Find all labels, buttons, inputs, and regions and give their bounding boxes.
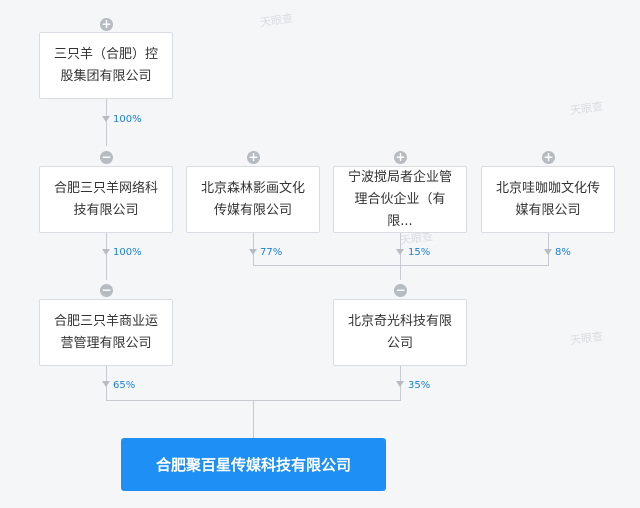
company-name: 合肥三只羊网络科技有限公司: [53, 180, 158, 218]
shareholding-percent: 35%: [408, 380, 431, 391]
company-node-beijing-wawa[interactable]: 北京哇咖咖文化传媒有限公司: [481, 166, 615, 233]
company-node-beijing-qiguang[interactable]: 北京奇光科技有限公司: [333, 299, 467, 366]
company-name: 合肥三只羊商业运营管理有限公司: [53, 313, 158, 351]
arrow-down-icon: [396, 381, 404, 387]
company-node-parent-holding[interactable]: 三只羊（合肥）控股集团有限公司: [39, 32, 173, 99]
connector-line: [400, 233, 401, 280]
shareholding-percent: 8%: [555, 247, 571, 258]
target-company-name: 合肥聚百星传媒科技有限公司: [155, 456, 351, 474]
company-name: 三只羊（合肥）控股集团有限公司: [53, 46, 158, 84]
shareholding-percent: 65%: [113, 380, 136, 391]
watermark-text: 天眼查: [259, 11, 294, 30]
arrow-down-icon: [249, 249, 257, 255]
expand-icon[interactable]: +: [247, 150, 260, 164]
company-node-beijing-senlin[interactable]: 北京森林影画文化传媒有限公司: [186, 166, 320, 233]
arrow-down-icon: [544, 249, 552, 255]
expand-icon[interactable]: +: [542, 150, 555, 164]
shareholding-percent: 15%: [408, 247, 431, 258]
target-company-node[interactable]: 合肥聚百星传媒科技有限公司: [121, 438, 386, 491]
arrow-down-icon: [396, 249, 404, 255]
watermark-text: 天眼查: [569, 329, 604, 348]
company-name: 北京哇咖咖文化传媒有限公司: [495, 180, 600, 218]
expand-icon[interactable]: +: [394, 150, 407, 164]
arrow-down-icon: [102, 116, 110, 122]
company-name: 北京森林影画文化传媒有限公司: [200, 180, 305, 218]
shareholding-percent: 77%: [260, 247, 283, 258]
company-node-ningbo-jiaojuzhe[interactable]: 宁波搅局者企业管理合伙企业（有限...: [333, 166, 467, 233]
shareholding-percent: 100%: [113, 114, 142, 125]
connector-line: [106, 233, 107, 280]
company-node-sanzhiyang-commerce[interactable]: 合肥三只羊商业运营管理有限公司: [39, 299, 173, 366]
company-name: 北京奇光科技有限公司: [347, 313, 452, 351]
shareholding-percent: 100%: [113, 247, 142, 258]
arrow-down-icon: [102, 381, 110, 387]
arrow-down-icon: [102, 249, 110, 255]
connector-line: [253, 265, 549, 266]
watermark-text: 天眼查: [569, 99, 604, 118]
collapse-icon[interactable]: −: [394, 283, 407, 297]
collapse-icon[interactable]: −: [100, 283, 113, 297]
company-name: 宁波搅局者企业管理合伙企业（有限...: [347, 169, 452, 229]
expand-icon[interactable]: +: [100, 17, 113, 31]
collapse-icon[interactable]: −: [100, 150, 113, 164]
connector-line: [253, 400, 254, 438]
company-node-sanzhiyang-network[interactable]: 合肥三只羊网络科技有限公司: [39, 166, 173, 233]
connector-line: [106, 99, 107, 146]
